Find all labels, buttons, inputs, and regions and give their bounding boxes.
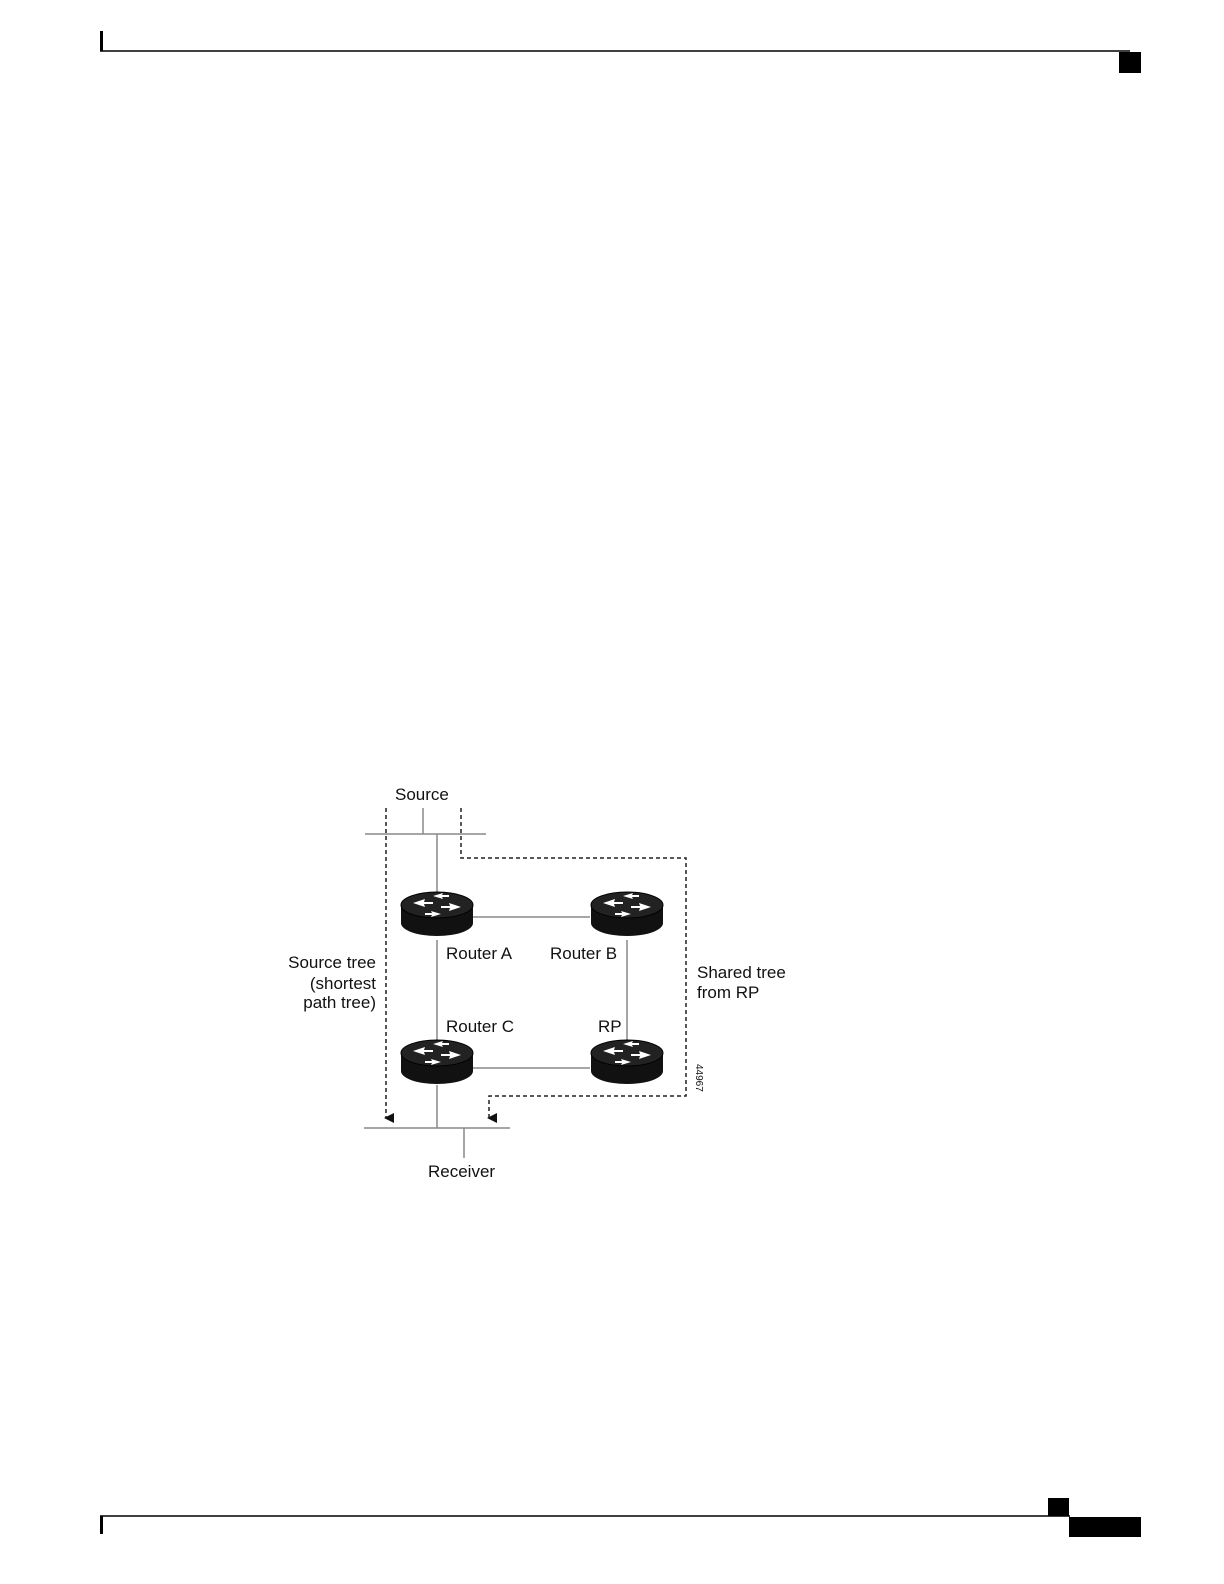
shared-tree-label-line1: Shared tree	[697, 963, 786, 982]
rp-router-icon	[591, 1040, 663, 1084]
router-c-icon	[401, 1040, 473, 1084]
router-b-icon	[591, 892, 663, 936]
rp-label: RP	[598, 1017, 622, 1036]
source-label: Source	[395, 785, 449, 804]
figure-id: 44967	[693, 1064, 704, 1092]
receiver-label: Receiver	[428, 1162, 495, 1181]
source-tree-label-line3: path tree)	[303, 993, 376, 1012]
router-a-icon	[401, 892, 473, 936]
router-a-label: Router A	[446, 944, 513, 963]
router-c-label: Router C	[446, 1017, 514, 1036]
router-b-label: Router B	[550, 944, 617, 963]
source-tree-label-line2: (shortest	[310, 974, 376, 993]
shared-tree-label-line2: from RP	[697, 983, 759, 1002]
source-tree-label-line1: Source tree	[288, 953, 376, 972]
